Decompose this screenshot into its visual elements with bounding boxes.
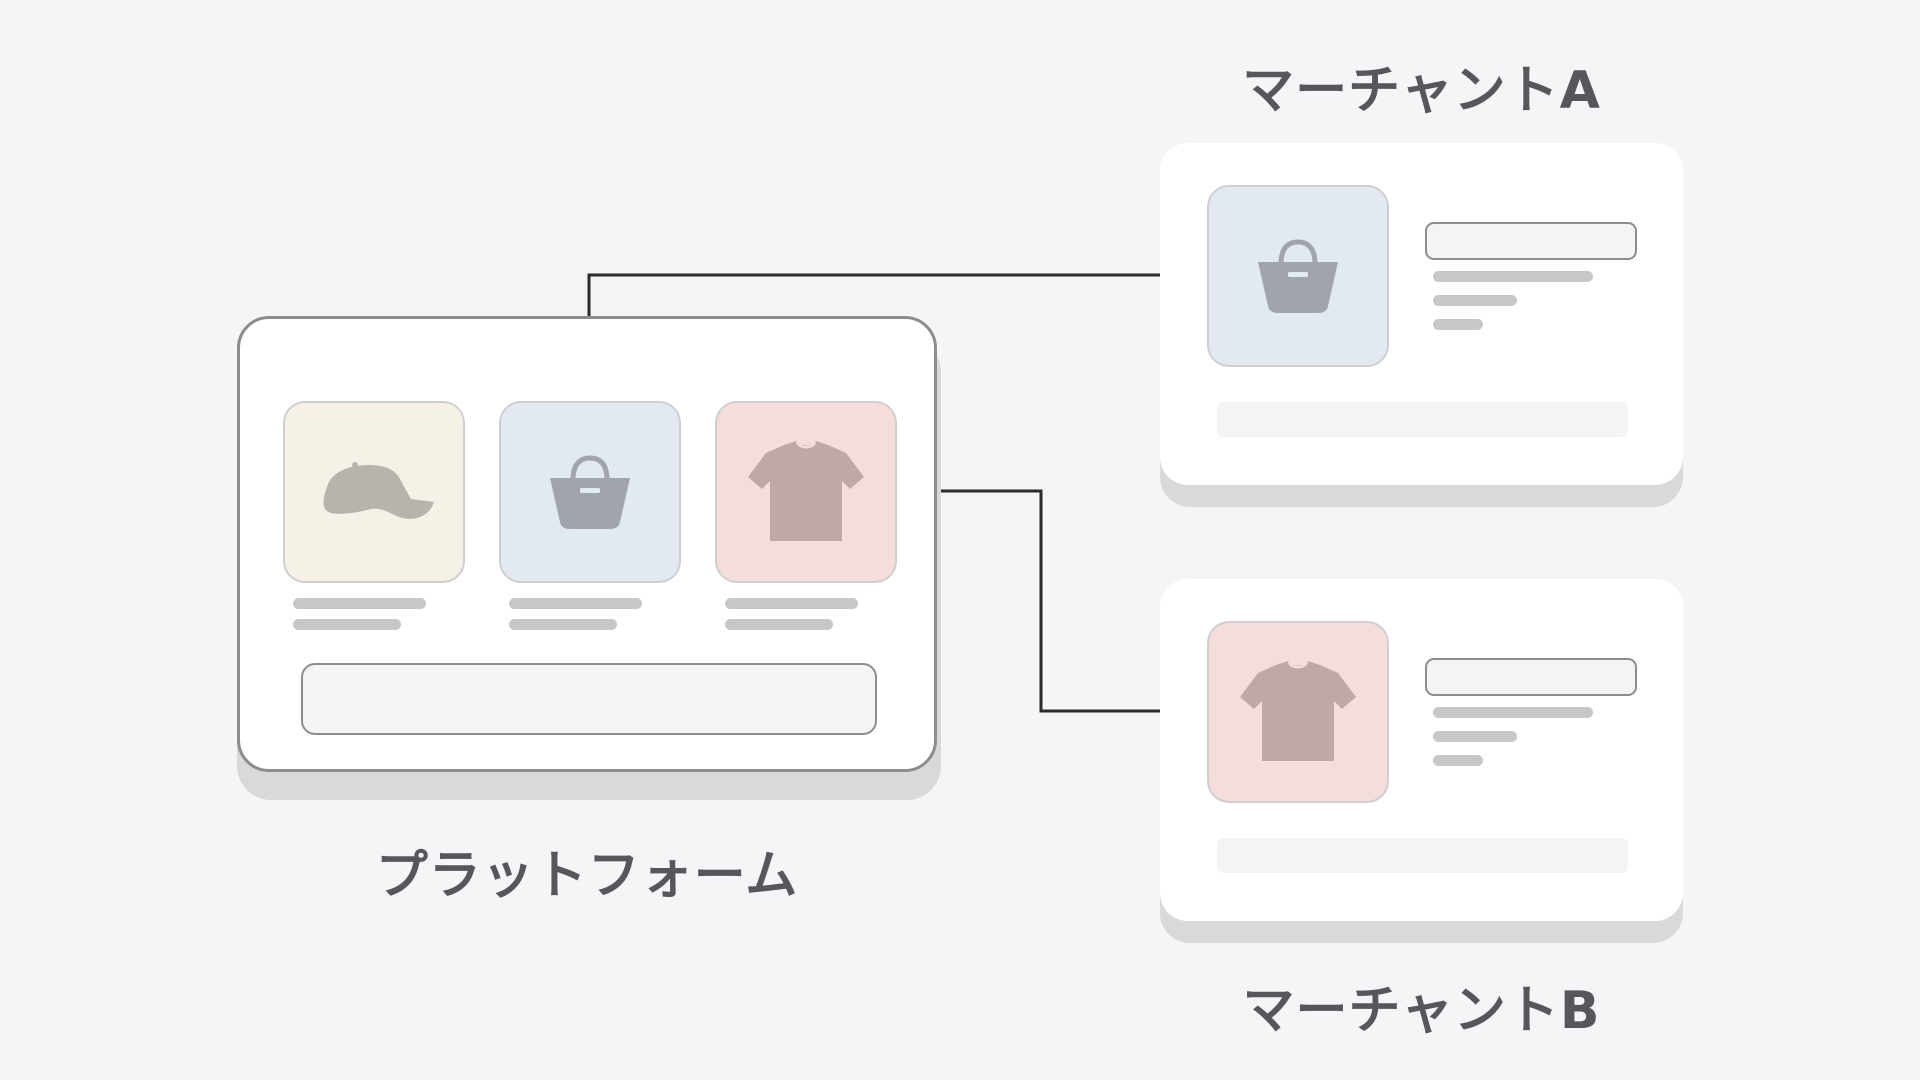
placeholder-bar bbox=[509, 619, 617, 630]
placeholder-bar bbox=[1433, 731, 1517, 742]
bag-icon bbox=[550, 455, 630, 529]
placeholder-bar bbox=[1433, 295, 1517, 306]
tshirt-icon bbox=[1240, 661, 1356, 761]
placeholder-bar bbox=[725, 598, 858, 609]
placeholder-bar bbox=[509, 598, 642, 609]
cap-icon bbox=[323, 462, 434, 519]
placeholder-bar bbox=[293, 598, 426, 609]
product-tile-bag[interactable] bbox=[499, 401, 681, 583]
merchant-a-footer-bar bbox=[1217, 402, 1628, 437]
connector-tshirt-to-merchant-b bbox=[919, 489, 1190, 713]
merchant-b-panel bbox=[1160, 579, 1683, 921]
merchant-a-label: マーチャントA bbox=[1242, 61, 1601, 121]
placeholder-bar bbox=[725, 619, 833, 630]
platform-panel bbox=[237, 316, 937, 772]
product-tile-cap[interactable] bbox=[283, 401, 465, 583]
bag-icon bbox=[1258, 239, 1338, 313]
merchant-b-product-tile[interactable] bbox=[1207, 621, 1389, 803]
merchant-a-title-field[interactable] bbox=[1425, 222, 1637, 260]
merchant-b-footer-bar bbox=[1217, 838, 1628, 873]
product-tile-tshirt[interactable] bbox=[715, 401, 897, 583]
placeholder-bar bbox=[293, 619, 401, 630]
placeholder-bar bbox=[1433, 755, 1483, 766]
merchant-a-panel bbox=[1160, 143, 1683, 485]
merchant-b-title-field[interactable] bbox=[1425, 658, 1637, 696]
placeholder-bar bbox=[1433, 319, 1483, 330]
merchant-b-label: マーチャントB bbox=[1242, 981, 1601, 1041]
placeholder-bar bbox=[1433, 271, 1593, 282]
tshirt-icon bbox=[748, 441, 864, 541]
platform-action-button[interactable] bbox=[301, 663, 877, 735]
placeholder-bar bbox=[1433, 707, 1593, 718]
merchant-a-product-tile[interactable] bbox=[1207, 185, 1389, 367]
platform-label: プラットフォーム bbox=[375, 846, 799, 906]
